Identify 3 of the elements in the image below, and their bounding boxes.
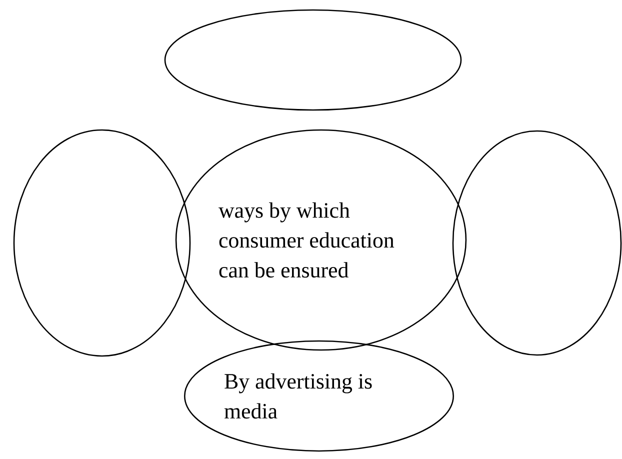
- empty-ellipse: [13, 129, 191, 357]
- empty-ellipse: [452, 130, 622, 356]
- empty-ellipse: [164, 9, 462, 111]
